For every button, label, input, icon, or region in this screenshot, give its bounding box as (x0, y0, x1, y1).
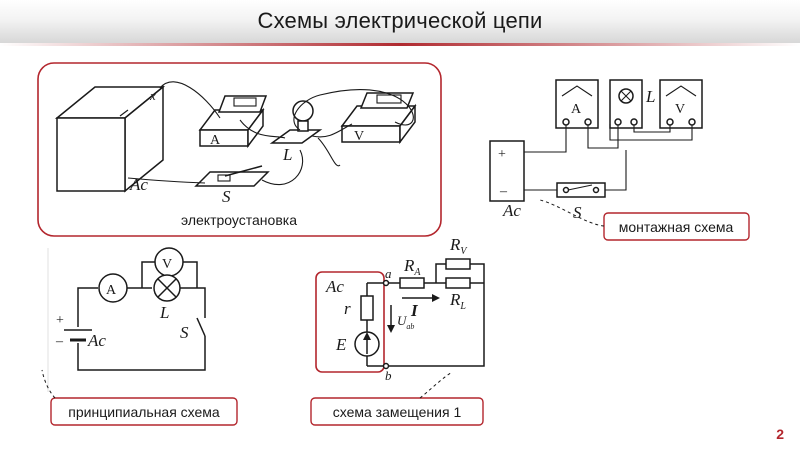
installation-lamp: L (269, 100, 323, 164)
schematic-ammeter-label: A (106, 283, 117, 298)
equivalent-ra-resistor (399, 277, 425, 289)
equivalent-r-resistor (360, 295, 374, 321)
equivalent-source-frame (315, 271, 385, 373)
wiring-caption: монтажная схема (619, 219, 734, 235)
equivalent-rv-resistor (445, 258, 471, 270)
svg-text:RV: RV (449, 235, 468, 257)
installation-panel: x Ac A L V (37, 62, 442, 237)
wiring-voltmeter: V (659, 79, 703, 129)
installation-voltmeter-label: V (354, 129, 364, 144)
page-title: Схемы электрической цепи (257, 8, 543, 33)
equivalent-node-b-label: b (385, 368, 392, 383)
svg-text:RL: RL (449, 290, 466, 312)
equivalent-rl-resistor (445, 277, 471, 289)
wiring-minus-label: – (499, 184, 508, 199)
svg-text:Uab: Uab (397, 313, 414, 331)
schematic-lamp-label: L (159, 303, 169, 322)
installation-ammeter-label: A (210, 133, 221, 148)
equivalent-caption-box (310, 397, 484, 426)
wiring-leader-line (539, 199, 605, 227)
svg-text:RA: RA (403, 256, 421, 278)
wiring-plus-label: + (498, 147, 506, 162)
equivalent-ra-sub: A (413, 267, 421, 278)
wiring-panel: + – Ac A L V (489, 79, 750, 241)
equivalent-voltage-sub: ab (406, 322, 414, 331)
equivalent-node-b (382, 362, 390, 370)
wiring-switch-label: S (573, 203, 582, 222)
equivalent-current-label: I (410, 301, 419, 320)
installation-voltmeter: V (340, 92, 417, 145)
installation-switch-label: S (222, 187, 231, 206)
schematic-plus-label: + (56, 313, 64, 328)
wiring-switch: S (556, 182, 606, 222)
schematic-panel: A V + – Ac L S принципиальная схема (47, 247, 238, 426)
equivalent-caption: схема замещения 1 (333, 404, 462, 420)
equivalent-rl-label: R (449, 290, 461, 309)
wiring-voltmeter-label: V (675, 102, 685, 117)
schematic-voltmeter-label: V (162, 257, 172, 272)
equivalent-rv-label: R (449, 235, 461, 254)
schematic-switch-label: S (180, 323, 189, 342)
page-number: 2 (776, 426, 784, 442)
installation-caption: электроустановка (181, 212, 297, 228)
equivalent-ra-label: R (403, 256, 415, 275)
equivalent-panel: Ac r E a b RA RV RL I Uab схема замещени (310, 235, 485, 426)
wiring-source-box (489, 140, 525, 202)
installation-ammeter: A (198, 95, 268, 149)
equivalent-rl-sub: L (459, 301, 466, 312)
installation-frame (37, 62, 442, 237)
equivalent-node-a (382, 279, 390, 287)
equivalent-node-a-label: a (385, 266, 392, 281)
wiring-caption-box (603, 212, 750, 241)
equivalent-source-label: Ac (325, 277, 344, 296)
title-accent-line (0, 43, 800, 46)
wiring-source-label: Ac (502, 201, 521, 220)
schematic-minus-label: – (55, 334, 64, 349)
battery-illustration: x (54, 85, 166, 193)
equivalent-emf-label: E (335, 335, 347, 354)
equivalent-leader-line (419, 371, 453, 399)
schematic-caption-box (50, 397, 238, 426)
svg-text:x: x (149, 88, 156, 103)
wiring-lamp: L (609, 79, 655, 129)
equivalent-r-label: r (344, 299, 351, 318)
wiring-ammeter-label: A (571, 102, 582, 117)
schematic-switch-blade (196, 317, 206, 337)
schematic-leader-line (41, 369, 56, 399)
installation-switch: S (194, 165, 270, 206)
installation-lamp-label: L (282, 145, 292, 164)
wiring-ammeter: A (555, 79, 599, 129)
title-bar: Схемы электрической цепи (0, 0, 800, 46)
schematic-caption: принципиальная схема (68, 404, 220, 420)
wiring-lamp-label: L (645, 87, 655, 106)
equivalent-rv-sub: V (460, 246, 468, 257)
schematic-source-label: Ac (87, 331, 106, 350)
equivalent-voltage-label: U (397, 313, 408, 328)
